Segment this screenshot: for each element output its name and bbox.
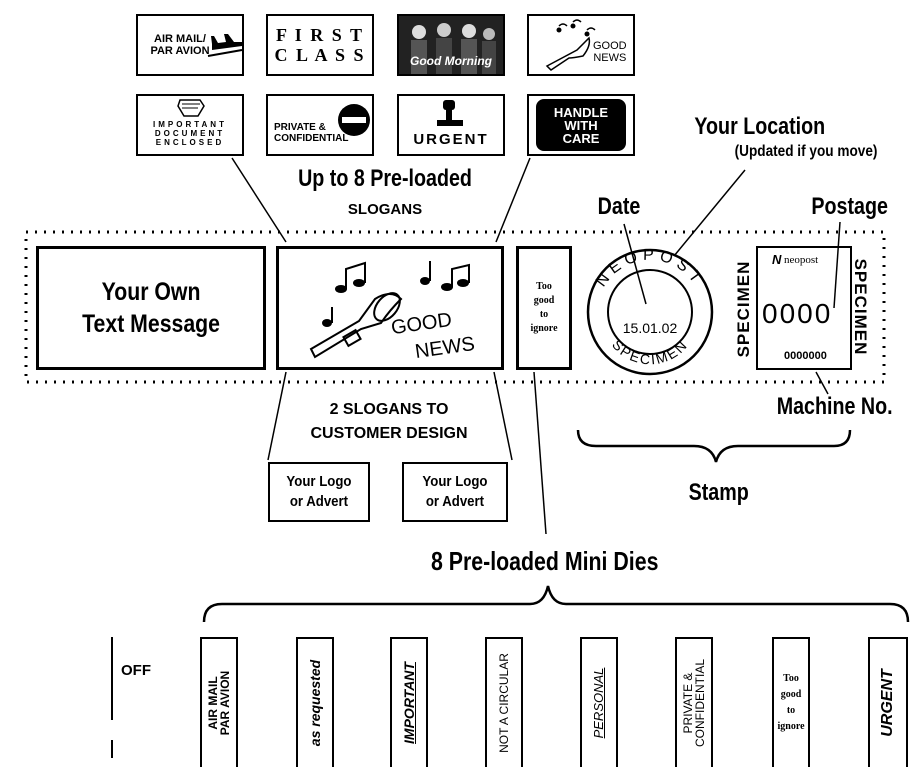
die-too-good: Too good to ignore <box>772 637 810 767</box>
slogan-handle-with-care-text: HANDLE WITH CARE <box>554 106 608 145</box>
preloaded-title: Up to 8 Pre-loaded <box>240 164 530 194</box>
customer-design-label: 2 SLOGANS TO CUSTOMER DESIGN <box>274 396 504 448</box>
logo-box-2: Your Logo or Advert <box>402 462 508 522</box>
neopost-logo-icon: N <box>772 252 781 267</box>
slogan-urgent-thumb-text: URGENT <box>399 131 503 148</box>
postage-label: Postage <box>790 192 910 222</box>
postage-stamp: N neopost 0000 0000000 <box>756 246 852 370</box>
die-urgent: URGENT <box>868 637 908 767</box>
stamp-icon <box>399 96 507 158</box>
slogan-urgent-thumb: URGENT <box>397 94 505 156</box>
your-location-label: Your Location <box>660 112 860 142</box>
slogan-good-news-thumb: GOOD NEWS <box>527 14 635 76</box>
svg-text:SPECIMEN: SPECIMEN <box>609 336 691 367</box>
machine-number: 0000000 <box>784 350 827 362</box>
slogan-good-news-thumb-text: GOOD NEWS <box>593 40 627 64</box>
die-private-confidential: PRIVATE & CONFIDENTIAL <box>675 637 713 767</box>
slogan-airmail: AIR MAIL/ PAR AVION <box>136 14 244 76</box>
postmark-date: 15.01.02 <box>610 318 690 338</box>
no-entry-icon <box>268 96 376 158</box>
slogan-first-class-text: F I R S T C L A S S <box>274 25 365 65</box>
slogan-first-class: F I R S T C L A S S <box>266 14 374 76</box>
mini-dies-brace <box>204 586 908 622</box>
postmark-top-text: NEOPOST <box>593 247 707 290</box>
slogan-handle-with-care: HANDLE WITH CARE <box>527 94 635 156</box>
slogan-good-morning-text: Good Morning <box>399 54 503 68</box>
main-slogan-box: GOOD NEWS <box>276 246 504 370</box>
svg-text:NEOPOST: NEOPOST <box>593 247 707 290</box>
machine-no-label: Machine No. <box>758 392 912 422</box>
own-text-message: Your Own Text Message <box>82 276 220 340</box>
slogan-important: IMPORTANT DOCUMENT ENCLOSED <box>136 94 244 156</box>
die-important: IMPORTANT <box>390 637 428 767</box>
updated-label: (Updated if you move) <box>700 142 912 162</box>
die-not-a-circular: NOT A CIRCULAR <box>485 637 523 767</box>
postage-value: 0000 <box>762 298 832 330</box>
die-personal: PERSONAL <box>580 637 618 767</box>
die-air-mail: AIR MAIL PAR AVION <box>200 637 238 767</box>
mini-dies-label: 8 Pre-loaded Mini Dies <box>380 544 710 578</box>
date-label: Date <box>574 192 664 222</box>
slogan-important-text: IMPORTANT DOCUMENT ENCLOSED <box>138 120 242 147</box>
logo-box-1: Your Logo or Advert <box>268 462 370 522</box>
mini-die-sample-text: Too good to ignore <box>530 280 557 336</box>
slogan-private: PRIVATE & CONFIDENTIAL <box>266 94 374 156</box>
die-off: OFF <box>114 650 158 690</box>
handle-care-badge: HANDLE WITH CARE <box>536 99 626 151</box>
own-text-box: Your Own Text Message <box>36 246 266 370</box>
preloaded-subtitle: SLOGANS <box>290 198 480 220</box>
slogan-good-morning: Good Morning <box>397 14 505 76</box>
neopost-brand: neopost <box>784 254 818 266</box>
mini-die-sample-box: Too good to ignore <box>516 246 572 370</box>
stamp-label: Stamp <box>664 478 774 508</box>
specimen-left: SPECIMEN <box>733 249 755 369</box>
airplane-icon <box>138 16 246 78</box>
die-as-requested: as requested <box>296 637 334 767</box>
specimen-right: SPECIMEN <box>849 247 871 367</box>
postmark-bottom-text: SPECIMEN <box>609 336 691 367</box>
stamp-brace <box>578 430 850 462</box>
